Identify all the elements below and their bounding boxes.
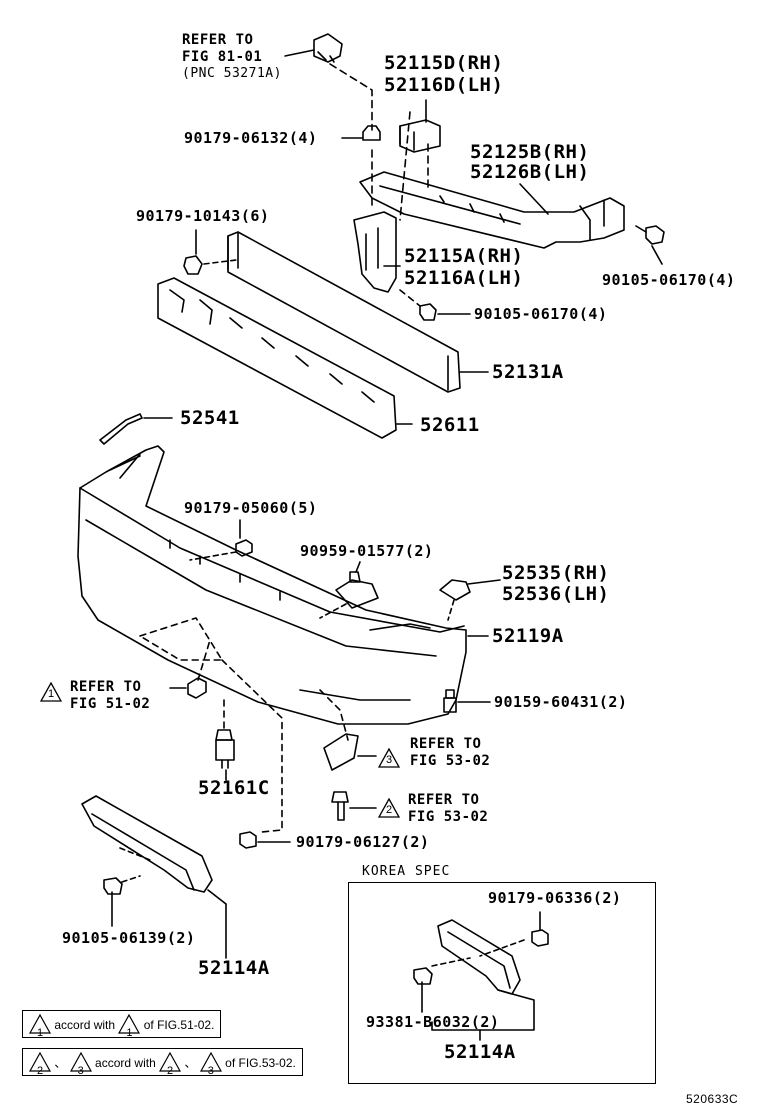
nut-90179-10143 [183, 229, 237, 275]
clip-part [284, 33, 343, 63]
clip-90179-05060 [189, 519, 253, 561]
part-52114a-right: 52114A [444, 1041, 516, 1063]
part-52535: 52535(RH) [502, 562, 610, 584]
part-52161c: 52161C [198, 777, 270, 799]
legend-text: accord with [95, 1055, 156, 1070]
legend-text: of FIG.53-02. [225, 1055, 296, 1070]
part-52611: 52611 [420, 414, 480, 436]
screw-fig-53-02 [331, 791, 377, 821]
part-90179-06132: 90179-06132(4) [184, 129, 318, 147]
part-52116a: 52116A(LH) [404, 267, 524, 289]
part-90105-06170-right: 90105-06170(4) [602, 271, 736, 289]
refer-label-top-1: REFER TO [182, 32, 254, 48]
part-52116d: 52116D(LH) [384, 74, 504, 96]
refer-label-5302a-1: REFER TO [410, 736, 482, 752]
screw-90159-60431 [443, 689, 491, 713]
part-52125b: 52125B(RH) [470, 141, 590, 163]
part-90179-10143: 90179-10143(6) [136, 207, 270, 225]
part-90105-06170-mid: 90105-06170(4) [474, 305, 608, 323]
legend-separator: 、 [184, 1055, 197, 1070]
legend-triangle-icon: 2 [159, 1051, 182, 1077]
part-52131a: 52131A [492, 361, 564, 383]
bumper-cover-52119a [77, 445, 489, 725]
refer-label-5102-1: REFER TO [70, 679, 142, 695]
legend-row-1: 1 accord with 1 of FIG.51-02. [22, 1010, 222, 1039]
refer-label-5302b-1: REFER TO [408, 792, 480, 808]
legend-triangle-icon: 1 [118, 1013, 141, 1039]
part-52536: 52536(LH) [502, 583, 610, 605]
korea-spec-label: KOREA SPEC [362, 864, 451, 879]
refer-label-top-2: FIG 81-01 [182, 49, 263, 65]
triangle-mark-2: 2 [378, 798, 400, 818]
part-90179-06127: 90179-06127(2) [296, 833, 430, 851]
reinforcement-52131a [227, 231, 489, 393]
part-52541: 52541 [180, 407, 240, 429]
figure-code: 520633C [686, 1092, 739, 1106]
legend-row-2: 2 、 3 accord with 2 、 3 of FIG.53-02. [22, 1048, 303, 1077]
part-52115a: 52115A(RH) [404, 245, 524, 267]
bolt-90105-06139 [103, 875, 141, 927]
legend-triangle-icon: 3 [69, 1051, 92, 1077]
part-90959-01577: 90959-01577(2) [300, 542, 434, 560]
part-90105-06139: 90105-06139(2) [62, 929, 196, 947]
reinforcement-52125b [359, 171, 625, 249]
part-52114a-left: 52114A [198, 957, 270, 979]
part-52115d: 52115D(RH) [384, 52, 504, 74]
triangle-mark-3: 3 [378, 748, 400, 768]
bolt-90105-06170-mid [399, 289, 471, 321]
part-90179-05060: 90179-05060(5) [184, 499, 318, 517]
triangle-mark-1: 1 [40, 682, 62, 702]
clip-fig-51-02 [169, 639, 211, 699]
legend-text: accord with [54, 1017, 116, 1032]
bolt-90105-06170-right [635, 225, 665, 265]
refer-label-top-3: (PNC 53271A) [182, 66, 282, 81]
legend-text: of FIG.51-02. [143, 1017, 215, 1032]
legend-separator: 、 [54, 1055, 67, 1070]
bracket-52115a [353, 211, 401, 293]
retainer-52535 [439, 579, 501, 621]
nut-90179-06127 [239, 831, 291, 849]
seal-52541 [99, 413, 173, 445]
korea-spec-box [348, 882, 656, 1084]
legend-triangle-icon: 1 [29, 1013, 51, 1039]
bolt-93381-b6032 [413, 967, 433, 1013]
nut-90179-06132 [341, 125, 381, 141]
part-52126b: 52126B(LH) [470, 161, 590, 183]
refer-label-5102-2: FIG 51-02 [70, 696, 151, 712]
nut-90959-01577 [319, 561, 379, 619]
part-90159-60431: 90159-60431(2) [494, 693, 628, 711]
legend-triangle-icon: 2 [29, 1051, 51, 1077]
absorber-52611 [157, 277, 413, 439]
clip-52161c [215, 699, 235, 781]
legend-triangle-icon: 3 [199, 1051, 222, 1077]
part-90179-06336: 90179-06336(2) [488, 889, 622, 907]
bracket-fig-53-02 [323, 733, 377, 771]
part-52119a: 52119A [492, 625, 564, 647]
refer-label-5302b-2: FIG 53-02 [408, 809, 489, 825]
part-93381-b6032: 93381-B6032(2) [366, 1013, 500, 1031]
refer-label-5302a-2: FIG 53-02 [410, 753, 491, 769]
nut-90179-06336 [531, 911, 549, 947]
bracket-52115d [399, 99, 441, 153]
license-bracket-52114a-left [81, 795, 227, 959]
